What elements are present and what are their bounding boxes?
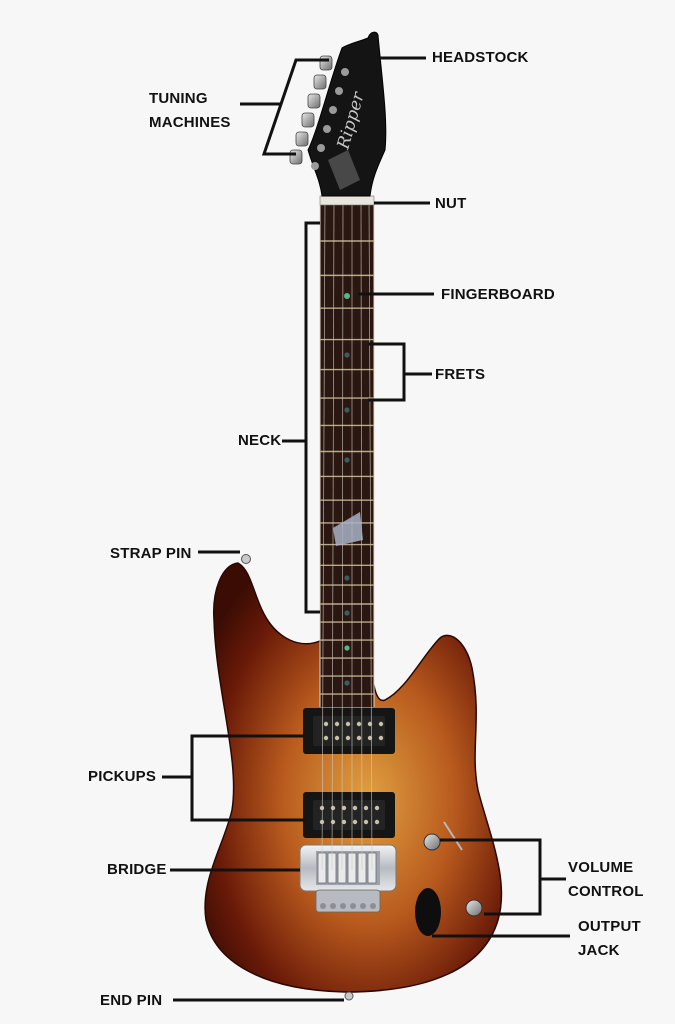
label-strap-pin: STRAP PIN [110,545,192,562]
label-fingerboard: FINGERBOARD [441,286,555,303]
output-jack [415,888,441,936]
label-nut: NUT [435,195,467,212]
tone-knob [465,899,483,917]
label-headstock: HEADSTOCK [432,49,529,66]
end-pin [344,991,354,1001]
strap-pin [241,554,251,564]
label-output-line-2: JACK [578,942,620,959]
headstock [307,31,387,197]
label-tuning-line-1: TUNING [149,90,208,107]
label-bridge: BRIDGE [107,861,167,878]
nut [319,195,375,206]
fret-markers [333,293,363,686]
frets-bracket [368,342,406,402]
label-volume-line-2: CONTROL [568,883,644,900]
neck-bracket [304,221,320,614]
label-frets: FRETS [435,366,486,383]
tuning-bracket [261,58,329,156]
label-neck: NECK [238,432,282,449]
volume-bracket [440,838,542,916]
fingerboard [320,205,374,707]
label-volume-line-1: VOLUME [568,859,634,876]
label-output-line-1: OUTPUT [578,918,641,935]
label-tuning-line-2: MACHINES [149,114,231,131]
guitar-body [204,562,503,993]
volume-knob [423,833,441,851]
label-pickups: PICKUPS [88,768,157,785]
label-end-pin: END PIN [100,992,163,1009]
leader-lines [162,56,570,1002]
fret-wires [320,240,374,695]
tuning-pegs [289,55,333,165]
